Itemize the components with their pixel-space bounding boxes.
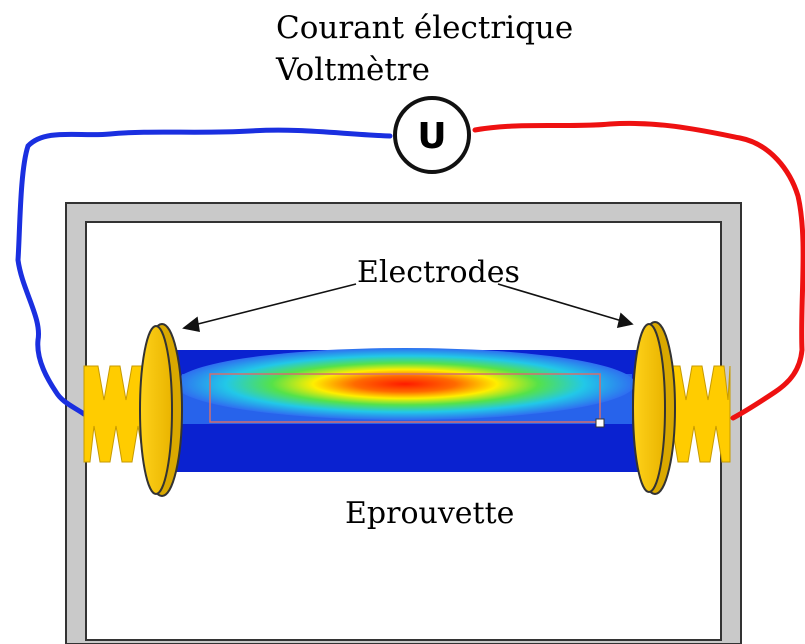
electrodes-label: Electrodes <box>357 255 520 290</box>
wire-positive <box>472 120 805 421</box>
spring-right <box>667 365 731 463</box>
voltmeter-symbol: U <box>417 116 446 157</box>
specimen-label: Eprouvette <box>345 496 514 531</box>
specimen-bar <box>168 348 646 472</box>
voltmeter: U <box>393 96 471 174</box>
wire-negative <box>15 127 393 417</box>
heat-map <box>175 348 635 420</box>
current-label: Courant électrique <box>276 10 573 46</box>
voltmeter-label: Voltmètre <box>275 52 430 88</box>
electrode-left <box>139 323 183 497</box>
electrode-right <box>632 321 676 495</box>
electrode-arrows <box>182 283 634 333</box>
measurement-zone <box>209 373 601 423</box>
